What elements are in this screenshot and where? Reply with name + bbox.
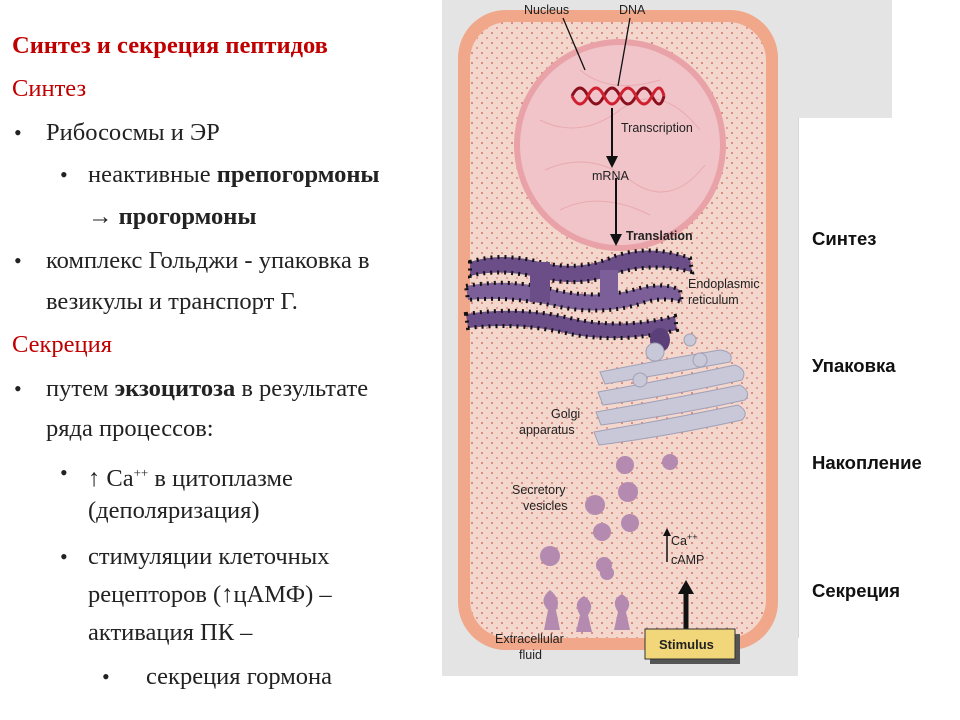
label-mrna: mRNA bbox=[592, 169, 629, 183]
label-ecf-line2: fluid bbox=[519, 648, 542, 662]
label-dna: DNA bbox=[619, 3, 646, 17]
bullet-dot: • bbox=[14, 248, 22, 273]
bullet-prehormones-text: неактивные bbox=[88, 161, 217, 188]
label-vesicles-line1: Secretory bbox=[512, 483, 566, 497]
bullet-prohormones: → прогормоны bbox=[88, 203, 257, 230]
stimulus-box bbox=[644, 628, 736, 660]
label-golgi-line2: apparatus bbox=[519, 423, 575, 437]
label-golgi-line1: Golgi bbox=[551, 407, 580, 421]
bullet-calcium-post: в цитоплазме bbox=[148, 465, 293, 493]
bullet-prehormones: неактивные препогормоны bbox=[88, 160, 380, 189]
bullet-ribosomes: Рибососмы и ЭР bbox=[46, 119, 220, 146]
bullet-exocytosis: путем экзоцитоза в результате bbox=[46, 374, 368, 403]
endoplasmic-reticulum bbox=[463, 248, 695, 352]
label-ecf-line1: Extracellular bbox=[495, 632, 564, 646]
bullet-exocytosis-line2: ряда процессов: bbox=[46, 415, 214, 442]
bullet-receptors-line1: стимуляции клеточных bbox=[88, 543, 330, 570]
dna-pointer-line bbox=[617, 17, 631, 87]
er-connection bbox=[600, 270, 618, 304]
bullet-dot: • bbox=[14, 376, 22, 401]
stimulus-arrowhead bbox=[678, 580, 694, 594]
bullet-calcium-pre: ↑ Ca bbox=[88, 465, 134, 493]
translation-arrowhead bbox=[610, 234, 622, 246]
bullet-exocytosis-pre: путем bbox=[46, 375, 115, 402]
stage-secretion: Секреция bbox=[812, 580, 901, 601]
bullet-dot: • bbox=[60, 544, 68, 569]
bullet-prehormones-bold: препогормоны bbox=[216, 161, 380, 188]
bullet-dot: • bbox=[102, 664, 110, 689]
bullet-calcium-line2: (деполяризация) bbox=[88, 497, 260, 524]
exocytosis-sites bbox=[543, 590, 630, 632]
nucleus-pointer-line bbox=[562, 17, 586, 71]
bullet-calcium-sup: ++ bbox=[133, 465, 149, 480]
label-camp: cAMP bbox=[671, 553, 704, 567]
label-transcription: Transcription bbox=[621, 121, 693, 135]
label-er-line2: reticulum bbox=[688, 293, 739, 307]
bullet-calcium: ↑ Ca++ в цитоплазме bbox=[88, 458, 293, 493]
label-calcium-text: Ca bbox=[671, 534, 687, 548]
label-calcium-sup: ++ bbox=[687, 532, 698, 542]
bullet-dot: • bbox=[14, 120, 22, 145]
cell-diagram: Nucleus DNA Transcription mRNA Translati… bbox=[442, 0, 892, 676]
section-synthesis-heading: Синтез bbox=[12, 75, 87, 102]
label-calcium: Ca++ bbox=[671, 532, 698, 548]
label-translation: Translation bbox=[626, 229, 693, 243]
label-er-line1: Endoplasmic bbox=[688, 277, 760, 291]
section-secretion-heading: Секреция bbox=[12, 331, 113, 358]
golgi-apparatus bbox=[593, 333, 749, 446]
dna-helix-icon bbox=[570, 86, 666, 106]
secretory-vesicles bbox=[540, 454, 678, 580]
bullet-exocytosis-bold: экзоцитоза bbox=[114, 375, 236, 402]
nucleus-chromatin bbox=[539, 69, 706, 216]
label-stimulus: Stimulus bbox=[659, 637, 714, 652]
bullet-exocytosis-post: в результате bbox=[235, 375, 369, 402]
er-connection bbox=[530, 262, 550, 302]
bullet-golgi-line1: комплекс Гольджи - упаковка в bbox=[46, 247, 370, 274]
stage-packaging: Упаковка bbox=[812, 355, 896, 376]
slide-title: Синтез и секреция пептидов bbox=[12, 32, 328, 59]
ca-camp-arrowhead bbox=[663, 528, 671, 536]
bullet-dot: • bbox=[60, 162, 68, 187]
bullet-golgi-line2: везикулы и транспорт Г. bbox=[46, 288, 298, 315]
transcription-arrowhead bbox=[606, 156, 618, 168]
slide-text: Синтез и секреция пептидов Синтез • Рибо… bbox=[0, 0, 470, 720]
nucleus bbox=[520, 45, 720, 245]
stages-panel bbox=[798, 118, 960, 638]
stage-storage: Накопление bbox=[812, 452, 922, 473]
bullet-hormone-secretion: секреция гормона bbox=[146, 663, 332, 690]
label-vesicles-line2: vesicles bbox=[523, 499, 567, 513]
bullet-receptors-line2: рецепторов (↑цАМФ) – bbox=[88, 581, 332, 608]
label-nucleus: Nucleus bbox=[524, 3, 569, 17]
stage-synthesis: Синтез bbox=[812, 228, 877, 249]
bullet-dot: • bbox=[60, 460, 68, 485]
bullet-receptors-line3: активация ПК – bbox=[88, 619, 253, 646]
